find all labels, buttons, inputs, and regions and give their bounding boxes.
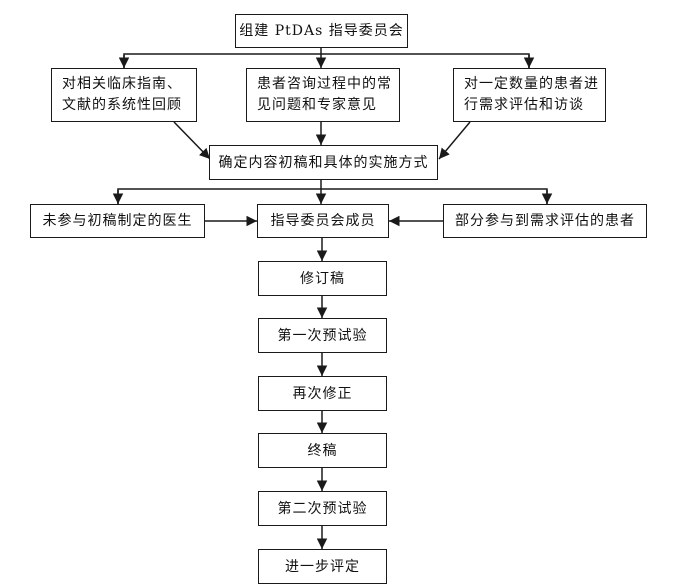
node-final-draft: 终稿	[258, 433, 387, 468]
node-non-drafting-doctors: 未参与初稿制定的医生	[30, 204, 205, 238]
arrow-needs-to-draft	[438, 121, 471, 160]
node-second-pretest: 第二次预试验	[258, 491, 387, 526]
node-initial-draft: 确定内容初稿和具体的实施方式	[209, 145, 438, 180]
node-needs-assessment: 对一定数量的患者进行需求评估和访谈	[453, 68, 606, 122]
branch-line-top	[123, 53, 530, 68]
node-common-questions: 患者咨询过程中的常见问题和专家意见	[246, 68, 400, 122]
arrow-literature-to-draft	[173, 121, 211, 160]
node-committee-setup: 组建 PtDAs 指导委员会	[235, 14, 408, 48]
node-literature-review: 对相关临床指南、文献的系统性回顾	[51, 68, 197, 122]
node-second-revision: 再次修正	[258, 376, 387, 411]
node-revised-draft: 修订稿	[258, 261, 387, 296]
node-partial-patients: 部分参与到需求评估的患者	[443, 204, 647, 238]
node-committee-members: 指导委员会成员	[257, 204, 389, 238]
node-first-pretest: 第一次预试验	[258, 318, 387, 353]
branch-line-middle	[117, 188, 548, 204]
node-further-evaluation: 进一步评定	[258, 549, 387, 584]
